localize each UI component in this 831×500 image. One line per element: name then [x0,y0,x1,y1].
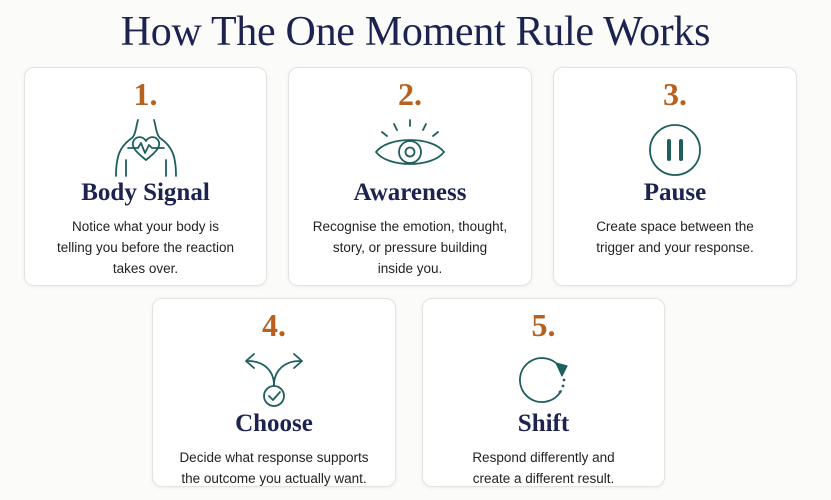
step-description: Notice what your body is telling you bef… [35,216,256,279]
description-line: inside you. [377,261,443,276]
step-heading: Pause [643,179,707,206]
description-line: Create space between the [596,219,754,234]
step-heading: Awareness [353,179,467,206]
step-heading: Choose [235,410,313,437]
step-card-pause: 3. Pause Create space between the trigge… [553,67,797,286]
heart-body-icon [106,116,186,178]
step-description: Recognise the emotion, thought, story, o… [299,216,521,279]
step-number: 1. [133,76,158,112]
description-line: Respond differently and [472,450,615,465]
step-description: Decide what response supports the outcom… [163,447,385,489]
description-line: telling you before the reaction [56,240,235,255]
step-card-choose: 4. Choose Decide what response supports … [152,298,396,487]
description-line: the outcome you actually want. [181,471,367,486]
description-line: trigger and your response. [596,240,754,255]
pause-icon [635,116,715,178]
step-card-shift: 5. Shift Respond differently and create … [422,298,665,487]
description-line: Recognise the emotion, thought, [312,219,508,234]
step-number: 3. [663,76,687,112]
description-line: story, or pressure building [332,240,488,255]
step-card-awareness: 2. Awareness Recognise the emotion, thou… [288,67,532,286]
step-number: 2. [398,76,422,112]
step-heading: Body Signal [81,179,210,206]
description-line: Decide what response supports [179,450,369,465]
step-description: Create space between the trigger and you… [564,216,786,258]
step-number: 5. [531,307,556,343]
step-heading: Shift [517,410,570,437]
step-card-body-signal: 1. Body Signal Notice what your body is … [24,67,267,286]
page-title: How The One Moment Rule Works [120,9,711,55]
eye-icon [370,116,450,178]
description-line: takes over. [112,261,179,276]
step-number: 4. [262,307,286,343]
split-arrows-check-icon [234,347,314,409]
step-description: Respond differently and create a differe… [433,447,654,489]
circular-arrow-icon [504,347,584,409]
description-line: Notice what your body is [71,219,220,234]
description-line: create a different result. [472,471,615,486]
